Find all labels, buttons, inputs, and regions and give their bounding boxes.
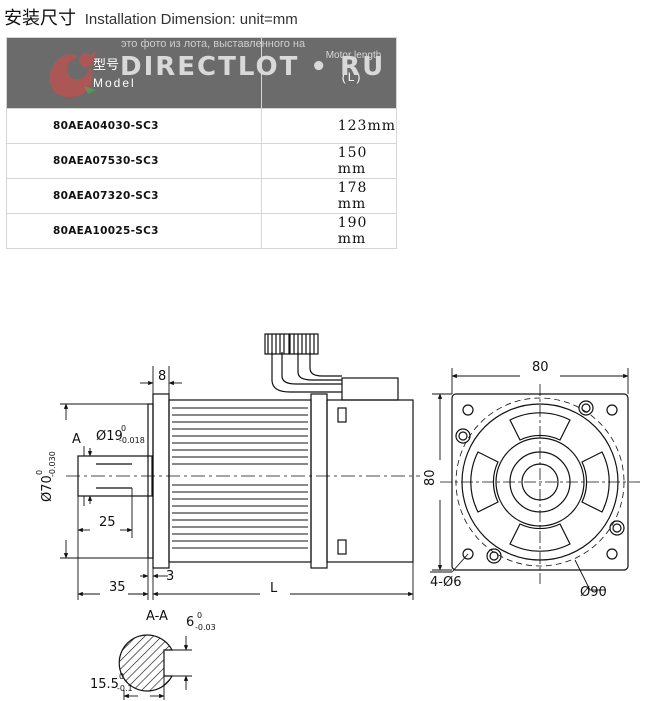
header-model-cn: 型号 [93,58,120,73]
dim-flange-thickness: 8 [158,369,166,384]
motor-shaft [77,455,153,497]
table-row: 80AEA07530-SC3 150 mm [6,143,398,179]
dim-keyway-width: 6 [186,615,194,630]
watermark-logo: DIRECTLOT • RU [120,52,386,82]
dim-keyway-depth-tol-lower: -0.1 [117,684,133,693]
front-centre-lines [440,384,640,584]
table-header-row: 型号 Model Motor length (L) [6,37,398,109]
dim-mount-holes: 4-Ø6 [430,575,461,590]
header-length-symbol: (L) [341,70,363,84]
dim-shaft-tol-upper: 0 [121,424,126,433]
dim-bolt-circle: Ø90 [580,585,607,600]
encoder-cable [309,352,342,377]
heading-english: Installation Dimension: unit=mm [84,11,298,28]
dim-pilot-tol-upper: 0 [35,470,44,475]
dimension-table: 型号 Model Motor length (L) 80AEA04030-SC3… [6,37,398,249]
threaded-hole-inner [581,403,591,413]
row-model: 80AEA07320-SC3 [6,178,262,214]
ring-slot [581,451,610,513]
dim-keyway-depth-tol-upper: 0 [119,672,124,681]
table-row: 80AEA10025-SC3 190 mm [6,213,398,249]
encoder-latch [337,407,347,423]
row-length: 178 mm [260,178,398,214]
watermark-caption: это фото из лота, выставленного на [121,38,306,50]
ring-slot [470,451,499,513]
mount-hole [606,548,618,560]
connector-box [341,377,399,401]
side-dimensions [60,366,414,600]
threaded-hole-inner [458,431,468,441]
ring-slot [509,412,571,441]
table-row: 80AEA04030-SC3 123mm [6,108,398,144]
rear-flange [310,393,328,569]
section-label: A-A [146,609,168,624]
heading-chinese: 安装尺寸 [4,8,76,29]
row-model: 80AEA07530-SC3 [6,143,262,179]
threaded-hole [486,548,502,564]
dim-flange-width: 80 [532,360,549,375]
section-view [118,634,192,700]
encoder-connector [289,333,319,355]
dim-key-length: 25 [99,515,116,530]
header-model-cell: 型号 Model [6,37,262,109]
dim-shaft-diameter: Ø19 [96,429,123,444]
shaft-cross-section [118,634,173,692]
row-model: 80AEA04030-SC3 [6,108,262,144]
power-cable [271,352,342,393]
ring-slot [509,523,571,552]
dim-shaft-length: 35 [109,580,126,595]
dim-pilot-depth: 3 [166,569,174,584]
front-dimensions [430,368,629,591]
threaded-hole [455,428,471,444]
threaded-hole-inner [489,551,499,561]
header-length-cell: Motor length (L) [260,37,398,109]
header-model-en: Model [93,76,136,90]
motor-body [168,399,312,563]
dim-shaft-tol-lower: -0.018 [119,436,145,445]
dim-flange-height: 80 [423,469,438,486]
power-connector [264,333,290,355]
section-marker: A [72,432,81,447]
row-length: 190 mm [260,213,398,249]
table-row: 80AEA07320-SC3 178 mm [6,178,398,214]
dim-pilot-tol-lower: -0.030 [48,451,57,477]
header-length-en: Motor length [325,50,382,61]
side-view [77,333,414,569]
dim-pilot-diameter: Ø70 [40,475,55,502]
encoder-housing [326,399,414,563]
cooling-fins [172,407,308,549]
page-heading: 安装尺寸 Installation Dimension: unit=mm [4,4,298,30]
mount-hole [462,404,474,416]
threaded-hole [609,520,625,536]
encoder-cable [297,352,342,381]
dim-keyway-depth: 15.5 [90,677,119,692]
power-cable [281,352,342,385]
mount-hole [606,404,618,416]
squirrel-logo-icon [49,50,96,97]
encoder-latch [337,539,347,555]
dim-keyway-width-tol-upper: 0 [197,611,202,620]
mount-hole [462,548,474,560]
dim-keyway-width-tol-lower: -0.03 [195,623,216,632]
threaded-hole [578,400,594,416]
threaded-hole-inner [612,523,622,533]
row-length: 150 mm [260,143,398,179]
dim-motor-length: L [270,581,278,596]
front-flange [152,393,170,569]
row-model: 80AEA10025-SC3 [6,213,262,249]
